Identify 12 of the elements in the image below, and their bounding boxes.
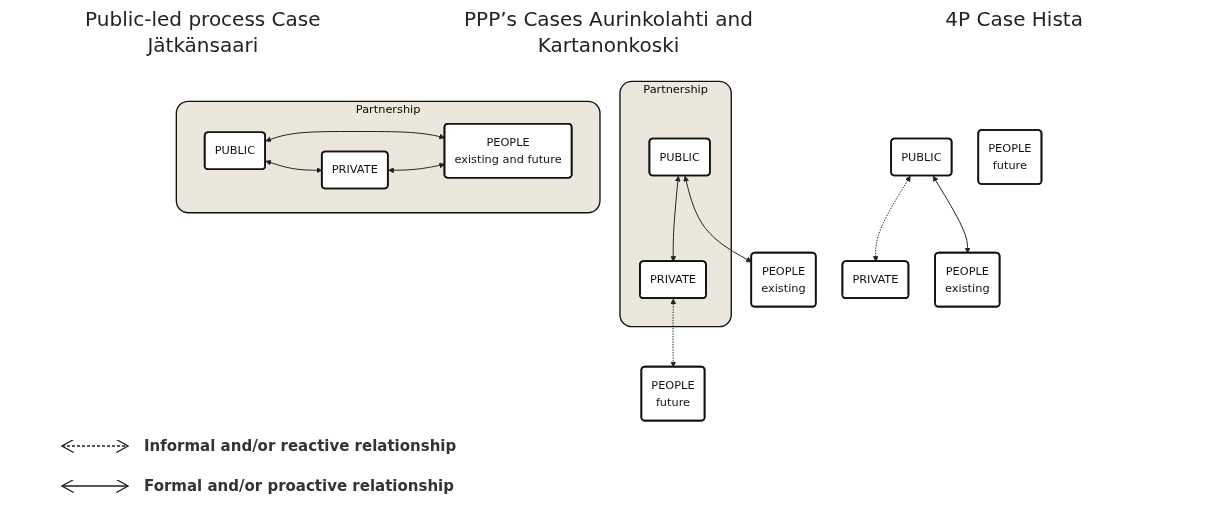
arrow (669, 298, 676, 368)
arrow (932, 175, 971, 254)
arrow (387, 162, 445, 174)
arrow (669, 175, 681, 262)
column-heading: 4P Case Hista (944, 6, 1084, 33)
arrow (872, 175, 911, 262)
legend-text: Formal and/or proactive relationship (144, 477, 454, 495)
arrow (265, 159, 322, 174)
arrow (265, 131, 445, 143)
column-heading: Public-led process Case Jätkänsaari (84, 6, 322, 59)
legend-text: Informal and/or reactive relationship (144, 437, 457, 455)
column-heading: PPP’s Cases Aurinkolahti and Kartanonkoski (463, 6, 754, 59)
